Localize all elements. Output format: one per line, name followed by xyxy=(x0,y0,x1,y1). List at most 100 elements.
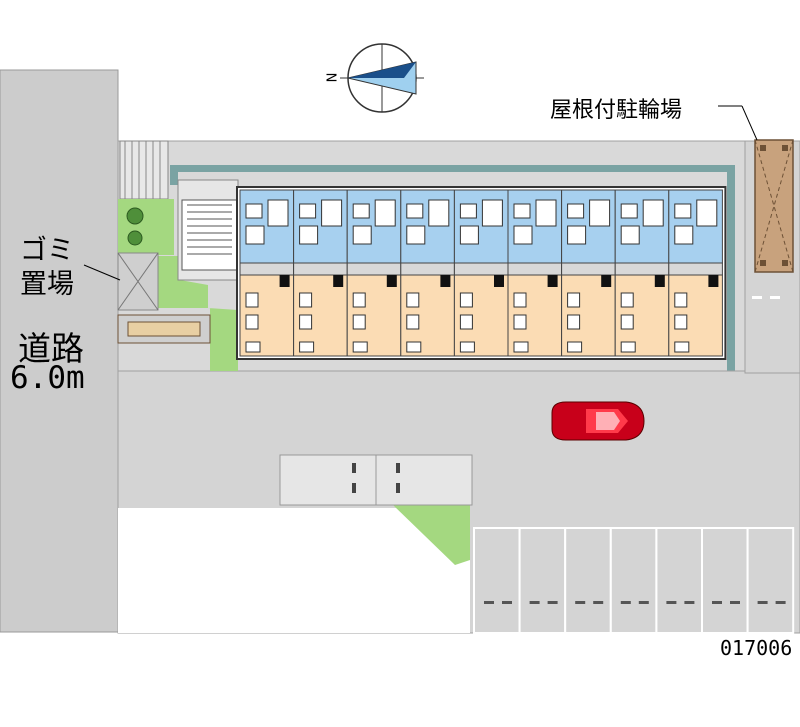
unit-bath xyxy=(642,199,664,227)
parking-space-mark xyxy=(529,601,540,604)
unit-balcony-unit xyxy=(513,341,529,353)
unit-fixture xyxy=(299,314,313,330)
parking-space-mark xyxy=(575,601,586,604)
unit-corridor xyxy=(668,262,723,276)
unit-toilet xyxy=(406,203,424,219)
unit-toilet xyxy=(567,203,585,219)
unit-toilet xyxy=(352,203,370,219)
unit-fixture xyxy=(406,292,420,308)
east-parking-marks xyxy=(752,296,780,299)
unit-post xyxy=(494,275,504,287)
unit-fixture xyxy=(406,314,420,330)
road xyxy=(0,69,119,633)
garbage-area-leader xyxy=(83,264,121,281)
stair-core xyxy=(181,199,238,271)
parking-space-mark xyxy=(638,601,649,604)
unit-fixture xyxy=(620,292,634,308)
unit-toilet xyxy=(245,203,263,219)
unit-post xyxy=(279,275,290,287)
unit-corridor xyxy=(614,262,670,276)
parking-space-mark xyxy=(484,601,494,604)
parking-space xyxy=(518,527,567,634)
unit-fixture xyxy=(245,314,259,330)
unit-balcony-unit xyxy=(352,341,368,353)
bike-parking-leader-diag xyxy=(741,105,758,141)
unit-toilet xyxy=(620,203,638,219)
unit-fixture xyxy=(352,314,366,330)
parking-space xyxy=(473,527,521,634)
unit-corridor xyxy=(346,262,402,276)
unit-bath xyxy=(428,199,450,227)
bench xyxy=(117,314,211,344)
unit-fixture xyxy=(459,314,473,330)
unit-balcony-unit xyxy=(406,341,422,353)
outside-area xyxy=(118,508,470,633)
unit-fixture xyxy=(513,314,527,330)
unit-fixture xyxy=(674,292,688,308)
unit-kitchen xyxy=(567,225,587,245)
road-label-line1: 道路 xyxy=(18,329,84,368)
parking-space xyxy=(655,527,704,634)
parking-space-mark xyxy=(547,601,558,604)
garbage-area-label-line1: ゴミ xyxy=(20,235,74,266)
parking-space xyxy=(701,527,749,634)
parking-space-mark xyxy=(712,601,722,604)
unit-post xyxy=(547,275,558,287)
covered-bike-parking xyxy=(754,139,794,273)
unit-bath xyxy=(589,199,611,227)
unit-bath xyxy=(321,199,343,227)
unit-balcony-unit xyxy=(620,341,636,353)
north-compass-icon xyxy=(340,43,424,113)
unit-kitchen xyxy=(406,225,426,245)
south-parking-spaces xyxy=(473,527,795,634)
covered-bike-parking-label: 屋根付駐輪場 xyxy=(550,98,683,123)
unit-toilet xyxy=(459,203,477,219)
entrance-steps xyxy=(119,140,169,200)
parking-space xyxy=(609,527,658,634)
unit-post xyxy=(708,275,719,287)
unit-bath xyxy=(374,199,396,227)
unit-balcony-unit xyxy=(299,341,315,353)
parking-space xyxy=(746,527,795,634)
unit-corridor xyxy=(400,262,455,276)
unit-fixture xyxy=(352,292,366,308)
unit-fixture xyxy=(513,292,527,308)
unit-fixture xyxy=(674,314,688,330)
unit-post xyxy=(654,275,665,287)
unit-toilet xyxy=(674,203,692,219)
lot-bike-area xyxy=(279,454,473,506)
unit-kitchen xyxy=(299,225,319,245)
unit-fixture xyxy=(567,292,581,308)
unit-balcony-unit xyxy=(245,341,261,353)
unit-fixture xyxy=(567,314,581,330)
unit-fixture xyxy=(299,292,313,308)
unit-corridor xyxy=(293,262,348,276)
unit-kitchen xyxy=(513,225,533,245)
unit-bath xyxy=(696,199,718,227)
unit-corridor xyxy=(453,262,509,276)
unit-kitchen xyxy=(620,225,640,245)
parking-space xyxy=(564,527,612,634)
unit-toilet xyxy=(299,203,317,219)
unit-fixture xyxy=(245,292,259,308)
unit-corridor xyxy=(239,262,295,276)
unit-post xyxy=(333,275,344,287)
unit-balcony-unit xyxy=(674,341,690,353)
apartment-building xyxy=(236,186,727,360)
car-illustration xyxy=(551,401,645,441)
unit-bath xyxy=(481,199,503,227)
unit-fixture xyxy=(620,314,634,330)
garbage-area xyxy=(117,252,159,311)
unit-fixture xyxy=(459,292,473,308)
parking-space-mark xyxy=(684,601,695,604)
north-label: N xyxy=(325,72,341,83)
parking-space-mark xyxy=(502,601,512,604)
property-code: 017006 xyxy=(720,636,793,660)
boundary-wall-left xyxy=(170,165,178,185)
parking-space-mark xyxy=(593,601,604,604)
garbage-area-label-line2: 置場 xyxy=(20,269,74,300)
unit-kitchen xyxy=(245,225,265,245)
unit-post xyxy=(386,275,397,287)
parking-space-mark xyxy=(775,601,786,604)
